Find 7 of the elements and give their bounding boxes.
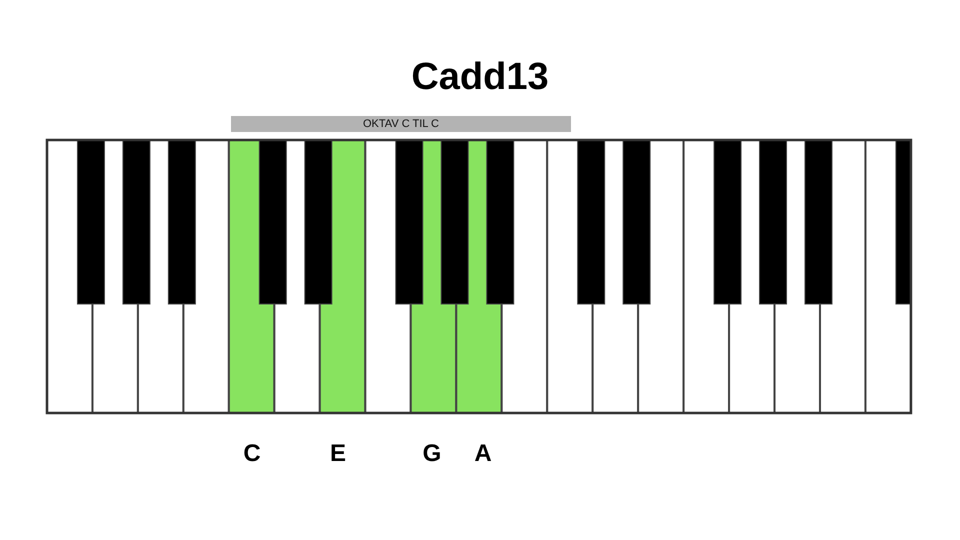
octave-band <box>231 116 571 132</box>
note-name: C <box>242 440 262 468</box>
note-name: E <box>328 440 347 468</box>
note-name: G <box>422 440 442 468</box>
chord-title: Cadd13 <box>410 56 550 99</box>
octave-label: OKTAV C TIL C <box>363 118 439 130</box>
note-name: A <box>473 440 493 468</box>
